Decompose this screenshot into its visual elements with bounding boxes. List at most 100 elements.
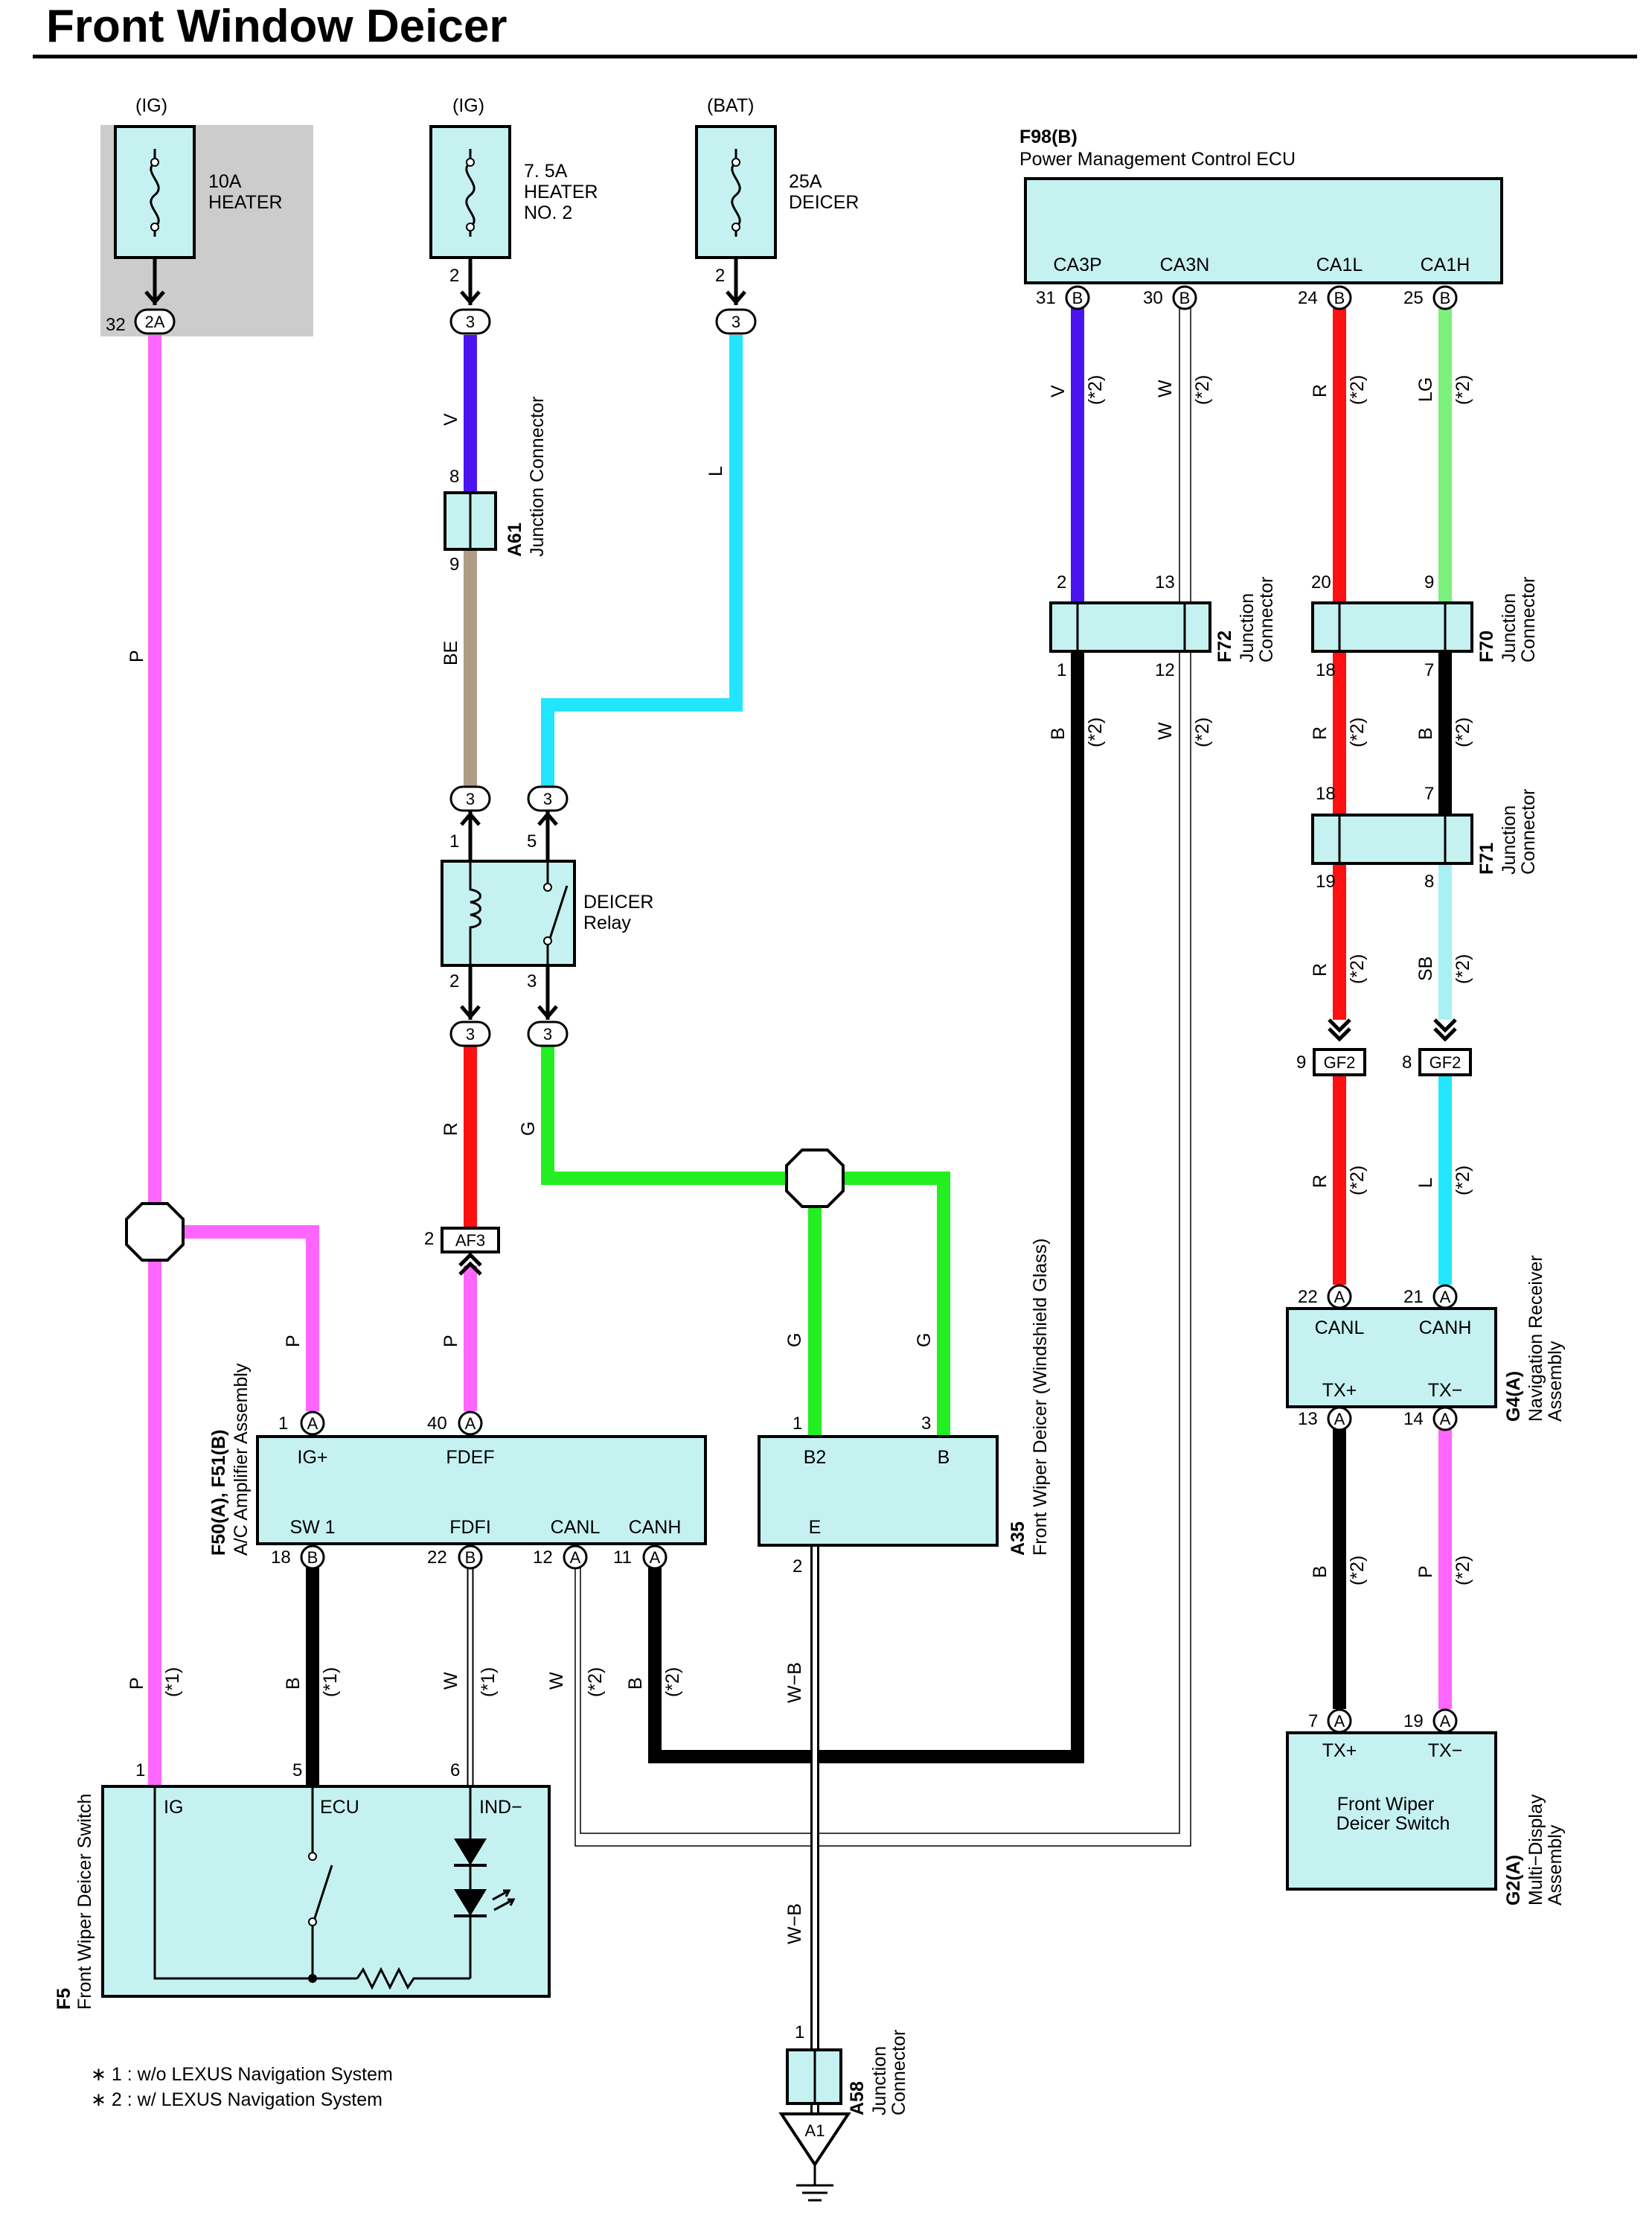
arrow-down-icon xyxy=(460,1005,481,1020)
wire-label: W−B xyxy=(784,1903,805,1944)
junction-a58: 1 A58 Junction Connector A1 xyxy=(778,2022,909,2202)
wire-note: (*2) xyxy=(662,1667,683,1697)
pin-circle xyxy=(1432,1406,1458,1431)
pin-circle xyxy=(300,1411,325,1436)
pin-conn: B xyxy=(307,1548,318,1567)
junction-code: F72 xyxy=(1214,630,1235,662)
amp-name: A/C Amplifier Assembly xyxy=(231,1363,252,1556)
pin-number: 5 xyxy=(527,831,537,852)
relay-name: DEICER xyxy=(583,892,653,913)
wire-label: SB xyxy=(1415,956,1436,981)
pin-number: 9 xyxy=(449,555,459,575)
wire-note: (*2) xyxy=(1347,954,1368,984)
wire-labels: P P P (*1) V BE L R G P G G B (*1) W (*1… xyxy=(127,375,1473,1944)
deicer-code: A35 xyxy=(1008,1521,1028,1556)
arrow-down-icon xyxy=(537,1005,558,1020)
pin-conn: A xyxy=(1440,1712,1451,1731)
mdisp-terminal-label: TX+ xyxy=(1322,1740,1357,1761)
mdisp-name: Multi−Display xyxy=(1525,1794,1546,1905)
deicer-glass: 1 3 B2 B E 2 A35 Front Wiper Deicer (Win… xyxy=(758,1239,1051,1576)
switch-blade-icon xyxy=(548,885,569,942)
nav-terminal-label: TX− xyxy=(1428,1380,1463,1401)
pin-conn: B xyxy=(1440,289,1451,307)
wire-b-canh xyxy=(648,651,1084,1763)
ground-triangle-icon xyxy=(778,2112,851,2167)
pin-circle xyxy=(458,1544,483,1570)
wire-w-canl-o xyxy=(574,305,1191,1847)
wire-label: B xyxy=(1415,727,1436,740)
fuse-heater2-name: HEATER xyxy=(524,182,598,202)
wire-label: P xyxy=(127,650,147,662)
connector-label: GF2 xyxy=(1324,1053,1356,1072)
fuse-heater2: (IG) 7. 5A HEATER NO. 2 2 3 xyxy=(429,95,598,335)
junction-f70: 20 9 18 7 F70 Junction Connector xyxy=(1311,572,1539,680)
switch-code: F5 xyxy=(54,1988,74,2010)
amp-box xyxy=(256,1435,707,1545)
wire-note: (*2) xyxy=(1453,1556,1473,1585)
ground-label: A1 xyxy=(805,2121,825,2140)
amp-terminal-label: IG+ xyxy=(298,1447,328,1468)
fuse-heater2-icon xyxy=(465,149,476,237)
arrow-down-icon xyxy=(460,290,481,305)
ecu-terminal-label: CA1H xyxy=(1421,255,1470,275)
pin-number: 8 xyxy=(1424,872,1434,892)
connector-label: GF2 xyxy=(1430,1053,1461,1072)
pin-number: 2 xyxy=(424,1229,434,1249)
switch-circuit xyxy=(153,1786,357,1980)
switch-box xyxy=(101,1785,551,1998)
pin-number: 12 xyxy=(1155,660,1175,680)
wire-label: BE xyxy=(441,641,461,665)
junction-name: Junction xyxy=(1237,593,1258,662)
contact-icon xyxy=(308,1917,317,1926)
pin-number: 18 xyxy=(1316,784,1336,804)
wire-note: (*2) xyxy=(1347,375,1368,405)
wire-label: P xyxy=(1415,1565,1436,1578)
junction-f71-box xyxy=(1311,814,1473,865)
connector-label: 3 xyxy=(543,1025,552,1044)
pin-conn: A xyxy=(1334,1410,1345,1428)
wire-note: (*2) xyxy=(1085,375,1106,405)
wire-label: B xyxy=(625,1677,646,1690)
light-rays-icon xyxy=(492,1889,516,1911)
footnote: ∗ 1 : w/o LEXUS Navigation System xyxy=(91,2064,393,2085)
wire-p-igplus xyxy=(155,1225,319,1411)
junction-dot xyxy=(308,1974,317,1983)
junction-code: F71 xyxy=(1476,843,1497,875)
deicer-terminal-label: B2 xyxy=(804,1447,827,1468)
fuse-heater2-name2: NO. 2 xyxy=(524,202,572,223)
wire-label: R xyxy=(1310,1175,1331,1188)
pin-number: 18 xyxy=(1316,660,1336,680)
junction-name: Junction xyxy=(1499,593,1520,662)
pin-number: 6 xyxy=(450,1760,460,1780)
wire-label: V xyxy=(1048,385,1069,397)
switch-terminal-label: ECU xyxy=(320,1797,359,1818)
fuse-heater2-source: (IG) xyxy=(452,95,484,116)
mdisp-name: Assembly xyxy=(1545,1824,1566,1905)
connector-gf2-right: GF2 8 xyxy=(1402,1018,1472,1076)
fuse-heater-box xyxy=(114,125,196,259)
pin-conn: A xyxy=(465,1414,476,1433)
multi-display: A 7 A 19 TX+ TX− Front Wiper Deicer Swit… xyxy=(1286,1708,1566,1905)
pin-circle xyxy=(1327,285,1352,310)
amp-terminal-label: CANL xyxy=(551,1517,601,1538)
pin-number: 1 xyxy=(135,1760,145,1780)
pin-conn: A xyxy=(1440,1410,1451,1428)
junction-name: Connector xyxy=(1518,577,1539,662)
gf2-box xyxy=(1418,1048,1472,1076)
connector-label: AF3 xyxy=(455,1231,485,1250)
mdisp-inner-label: Deicer Switch xyxy=(1336,1813,1450,1834)
resistor-icon xyxy=(356,1967,470,1990)
nav-box xyxy=(1286,1307,1497,1408)
nav-terminal-label: CANL xyxy=(1315,1317,1365,1338)
deicer-relay: 3 3 1 5 DEICER Relay 2 3 3 3 xyxy=(441,785,653,1047)
wire-note: (*2) xyxy=(1347,1556,1368,1585)
fuse-terminal-icon xyxy=(150,158,159,167)
connector-2a xyxy=(134,308,176,335)
pin-number: 2 xyxy=(715,266,725,286)
mdisp-inner-label: Front Wiper xyxy=(1337,1794,1435,1815)
coil-icon xyxy=(469,861,481,965)
wire-note: (*2) xyxy=(1085,718,1106,747)
wire-label: W xyxy=(1155,380,1176,397)
ac-amplifier: A 1 A 40 IG+ FDEF SW 1 FDFI CANL CANH B … xyxy=(208,1363,707,1570)
pin-number: 30 xyxy=(1143,288,1163,308)
